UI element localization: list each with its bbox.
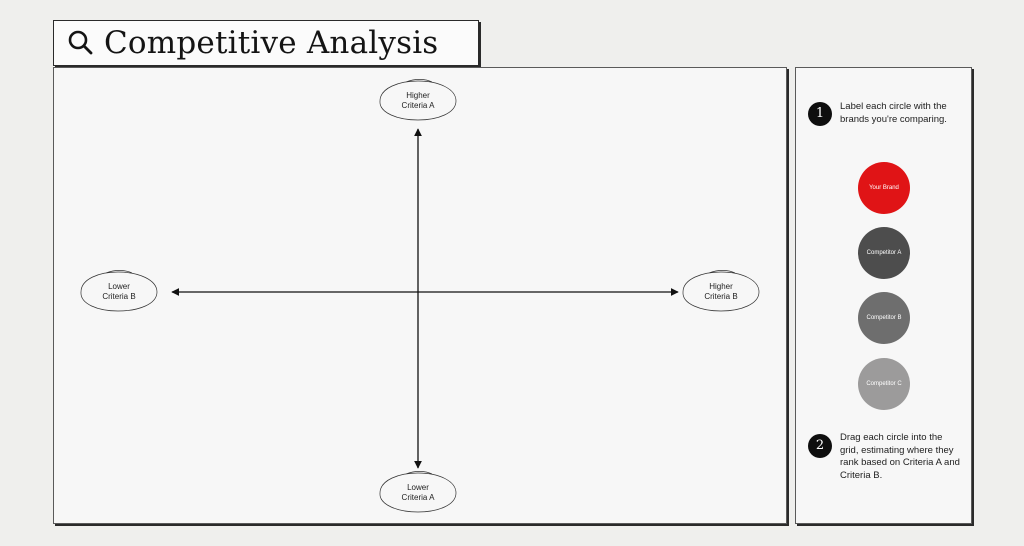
page-title: Competitive Analysis — [104, 25, 439, 61]
brand-circle-label: Your Brand — [869, 185, 899, 191]
brand-circle-label: Competitor A — [866, 250, 902, 256]
label-lower-criteria-a: Lower Criteria A — [401, 483, 435, 502]
brand-circle-label: Competitor B — [866, 315, 902, 321]
label-higher-criteria-b: Higher Criteria B — [704, 282, 738, 301]
bottom-ellipse — [379, 471, 457, 513]
brand-circle-competitor-a[interactable]: Competitor A — [858, 227, 910, 279]
grid-axes — [80, 79, 760, 513]
search-icon — [68, 30, 93, 55]
step-1-text: Label each circle with the brands you're… — [840, 101, 947, 125]
brand-circle-competitor-c[interactable]: Competitor C — [858, 358, 910, 410]
instructions-panel: 1 Label each circle with the brands you'… — [795, 67, 972, 524]
positioning-grid[interactable]: Higher Criteria A Lower Criteria A Lower… — [53, 67, 787, 524]
label-higher-criteria-a: Higher Criteria A — [401, 91, 435, 110]
brand-circle-your-brand[interactable]: Your Brand — [858, 162, 910, 214]
left-ellipse — [80, 270, 158, 312]
step-2-badge: 2 — [808, 434, 832, 458]
step-1-badge: 1 — [808, 102, 832, 126]
title-bar: Competitive Analysis — [53, 20, 479, 66]
right-ellipse — [682, 270, 760, 312]
brand-circle-label: Competitor C — [866, 381, 902, 387]
brand-circle-competitor-b[interactable]: Competitor B — [858, 292, 910, 344]
label-lower-criteria-b: Lower Criteria B — [102, 282, 136, 301]
top-ellipse — [379, 79, 457, 121]
step-2-text: Drag each circle into the grid, estimati… — [840, 432, 960, 481]
